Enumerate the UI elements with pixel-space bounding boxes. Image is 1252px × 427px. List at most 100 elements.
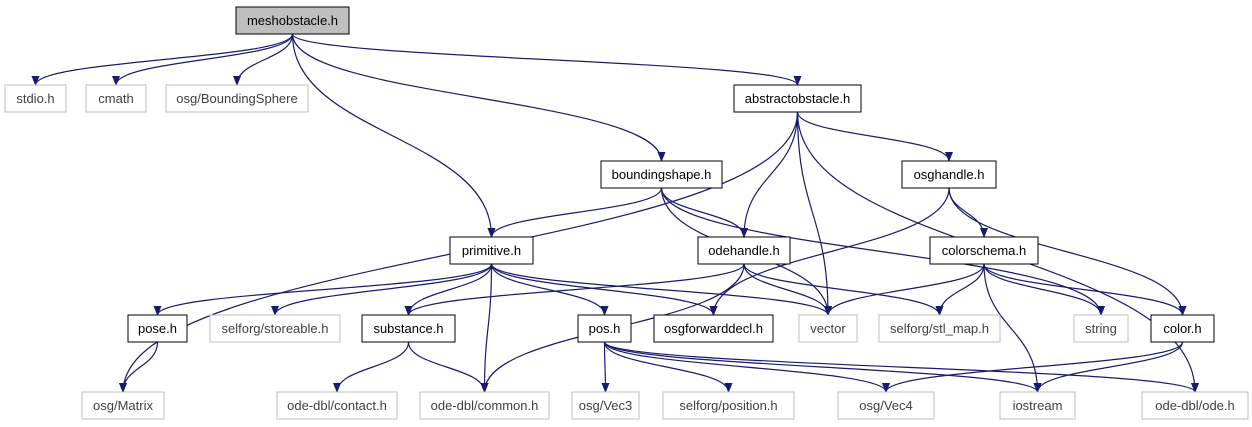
- edge-meshobstacle-to-abstractobstacle: [291, 33, 802, 86]
- edge-boundingshape-to-primitive: [487, 187, 663, 238]
- node-matrix-box: [81, 391, 165, 420]
- edge-meshobstacle-to-stdio: [31, 33, 294, 86]
- node-boundingsphere-box: [165, 84, 309, 113]
- edge-pos-to-ode: [603, 341, 1199, 393]
- edge-odehandle-to-stlmap: [743, 263, 944, 316]
- node-color-label: color.h: [1163, 321, 1201, 336]
- edge-substance-to-common: [407, 341, 489, 393]
- edge-primitive-to-pose: [153, 263, 493, 316]
- node-boundingshape-box: [600, 160, 723, 189]
- node-vec3-box: [571, 391, 640, 420]
- node-meshobstacle-box: [235, 6, 350, 35]
- node-substance[interactable]: substance.h: [361, 314, 456, 343]
- node-color-box: [1150, 314, 1215, 343]
- edge-meshobstacle-to-primitive: [291, 33, 496, 238]
- node-string: string: [1073, 314, 1129, 343]
- node-osgforwarddecl[interactable]: osgforwarddecl.h: [653, 314, 774, 343]
- node-vec4: osg/Vec4: [837, 391, 935, 420]
- edge-abstractobstacle-to-odehandle: [740, 111, 799, 238]
- node-vec4-label: osg/Vec4: [859, 398, 913, 413]
- node-pose-label: pose.h: [138, 321, 177, 336]
- edge-meshobstacle-to-boundingshape: [291, 33, 666, 162]
- edge-osghandle-to-color: [948, 187, 1187, 316]
- node-color[interactable]: color.h: [1150, 314, 1215, 343]
- edge-colorschema-to-stlmap: [935, 263, 985, 316]
- edge-odehandle-to-substance: [404, 263, 745, 316]
- edge-primitive-to-pos: [490, 263, 609, 316]
- node-cmath: cmath: [85, 84, 147, 113]
- node-stdio-label: stdio.h: [16, 91, 54, 106]
- node-abstractobstacle-box: [733, 84, 862, 113]
- node-vec3: osg/Vec3: [571, 391, 640, 420]
- node-colorschema-label: colorschema.h: [942, 243, 1027, 258]
- edge-colorschema-to-iostream: [983, 263, 1042, 393]
- node-boundingshape[interactable]: boundingshape.h: [600, 160, 723, 189]
- node-contact-label: ode-dbl/contact.h: [287, 398, 387, 413]
- edge-osghandle-to-colorschema: [948, 187, 988, 238]
- edge-osghandle-to-osgforwarddecl: [709, 187, 950, 316]
- node-common: ode-dbl/common.h: [419, 391, 550, 420]
- edge-meshobstacle-to-cmath: [112, 33, 294, 86]
- node-pos[interactable]: pos.h: [577, 314, 632, 343]
- node-string-box: [1073, 314, 1129, 343]
- node-colorschema-box: [929, 236, 1039, 265]
- node-abstractobstacle[interactable]: abstractobstacle.h: [733, 84, 862, 113]
- node-primitive[interactable]: primitive.h: [449, 236, 534, 265]
- node-vector-box: [798, 314, 858, 343]
- node-vector: vector: [798, 314, 858, 343]
- node-odehandle-label: odehandle.h: [708, 243, 780, 258]
- edge-pose-to-matrix: [119, 341, 159, 393]
- edge-boundingshape-to-string: [660, 187, 1105, 316]
- node-pose-box: [127, 314, 188, 343]
- node-boundingsphere-label: osg/BoundingSphere: [176, 91, 297, 106]
- node-vec3-label: osg/Vec3: [579, 398, 633, 413]
- node-storeable-label: selforg/storeable.h: [222, 321, 329, 336]
- node-substance-box: [361, 314, 456, 343]
- node-osghandle[interactable]: osghandle.h: [901, 160, 997, 189]
- edge-primitive-to-vector: [490, 263, 832, 316]
- node-osghandle-box: [901, 160, 997, 189]
- edge-pos-to-position: [603, 341, 733, 393]
- node-colorschema[interactable]: colorschema.h: [929, 236, 1039, 265]
- node-ode-box: [1141, 391, 1249, 420]
- node-matrix: osg/Matrix: [81, 391, 165, 420]
- node-ode: ode-dbl/ode.h: [1141, 391, 1249, 420]
- node-meshobstacle[interactable]: meshobstacle.h: [235, 6, 350, 35]
- node-abstractobstacle-label: abstractobstacle.h: [745, 91, 851, 106]
- node-pose[interactable]: pose.h: [127, 314, 188, 343]
- edge-substance-to-contact: [333, 341, 410, 393]
- edge-meshobstacle-to-boundingsphere: [233, 33, 294, 86]
- node-odehandle[interactable]: odehandle.h: [697, 236, 791, 265]
- node-meshobstacle-label: meshobstacle.h: [247, 13, 338, 28]
- edge-abstractobstacle-to-osghandle: [796, 111, 953, 162]
- node-stlmap-label: selforg/stl_map.h: [890, 321, 989, 336]
- edge-primitive-to-osgforwarddecl: [490, 263, 718, 316]
- edge-pos-to-iostream: [603, 341, 1042, 393]
- node-stdio-box: [4, 84, 67, 113]
- node-primitive-label: primitive.h: [462, 243, 521, 258]
- node-contact-box: [276, 391, 398, 420]
- node-common-box: [419, 391, 550, 420]
- node-cmath-box: [85, 84, 147, 113]
- node-storeable: selforg/storeable.h: [209, 314, 341, 343]
- node-ode-label: ode-dbl/ode.h: [1155, 398, 1235, 413]
- node-position-label: selforg/position.h: [679, 398, 777, 413]
- node-osghandle-label: osghandle.h: [914, 167, 985, 182]
- node-pos-box: [577, 314, 632, 343]
- node-iostream: iostream: [999, 391, 1076, 420]
- edge-pos-to-vec3: [601, 341, 610, 393]
- node-substance-label: substance.h: [373, 321, 443, 336]
- node-matrix-label: osg/Matrix: [93, 398, 153, 413]
- edge-color-to-vec4: [882, 341, 1184, 393]
- edge-primitive-to-storeable: [271, 263, 493, 316]
- edge-primitive-to-common: [480, 263, 493, 393]
- node-vec4-box: [837, 391, 935, 420]
- edges-layer: [31, 33, 1199, 393]
- node-stlmap: selforg/stl_map.h: [878, 314, 1001, 343]
- node-vector-label: vector: [810, 321, 846, 336]
- edge-color-to-iostream: [1033, 341, 1184, 393]
- node-stlmap-box: [878, 314, 1001, 343]
- node-cmath-label: cmath: [98, 91, 133, 106]
- node-common-label: ode-dbl/common.h: [431, 398, 539, 413]
